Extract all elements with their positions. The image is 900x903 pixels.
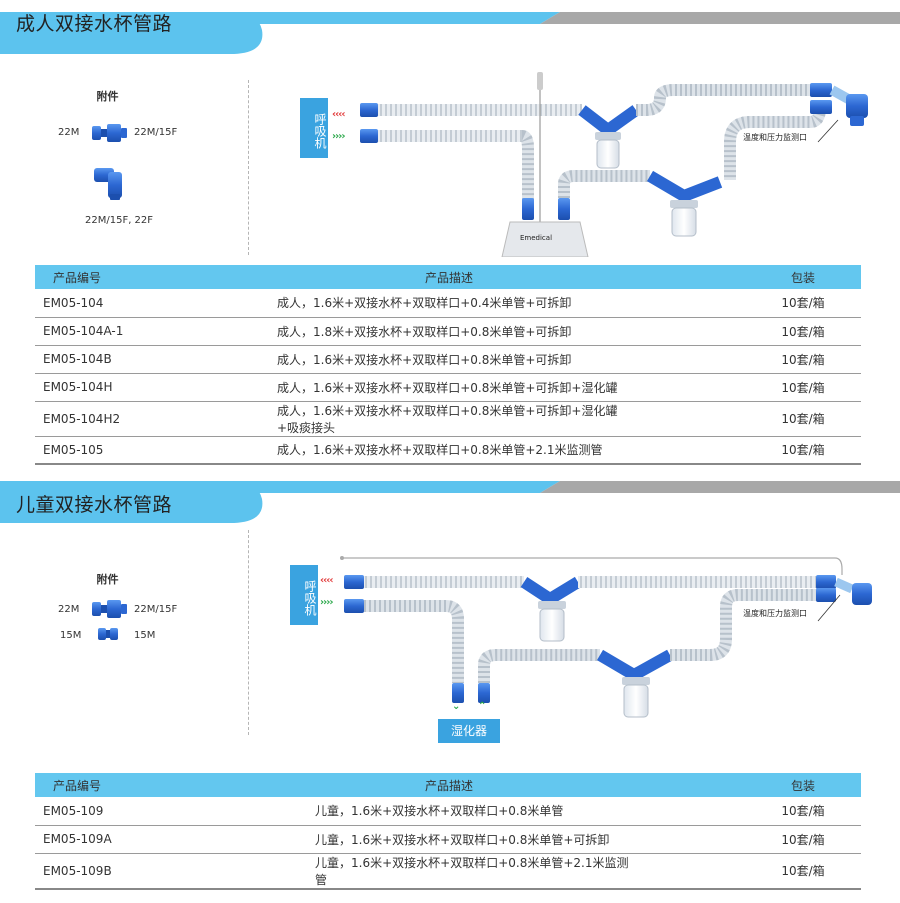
elbow-connector-icon xyxy=(94,168,122,200)
product-code: EM05-109A xyxy=(35,825,245,854)
product-code: EM05-104B xyxy=(35,345,245,374)
exhale-arrow-icon: ‹‹‹‹ xyxy=(332,109,346,120)
down-arrow-icon: ⌄ xyxy=(452,701,460,712)
exhale-arrow-icon: ‹‹‹‹ xyxy=(320,575,334,586)
header-product-description: 产品描述 xyxy=(245,265,635,289)
accessory-port-label: 22M/15F, 22F xyxy=(85,215,154,226)
monitor-port-label: 温度和压力监测口 xyxy=(743,609,807,618)
packaging: 10套/箱 xyxy=(635,853,861,890)
packaging: 10套/箱 xyxy=(635,317,861,346)
product-description: 成人，1.6米+双接水杯+双取样口+0.8米单管+可拆卸+湿化罐 xyxy=(245,373,635,402)
section-title: 成人双接水杯管路 xyxy=(16,13,173,35)
straight-connector-icon xyxy=(92,600,127,618)
header-product-description: 产品描述 xyxy=(245,773,635,797)
brand-label: Emedical xyxy=(520,234,553,242)
accessory-port-label: 15M xyxy=(60,630,82,641)
product-description: 成人，1.6米+双接水杯+双取样口+0.8米单管+2.1米监测管 xyxy=(245,436,635,465)
monitor-port-label: 温度和压力监测口 xyxy=(743,133,807,142)
accessory-port-label: 22M xyxy=(58,127,80,138)
product-code: EM05-104A-1 xyxy=(35,317,245,346)
accessory-title: 附件 xyxy=(96,90,119,103)
packaging: 10套/箱 xyxy=(635,289,861,318)
straight-connector-icon xyxy=(92,124,127,142)
table-header-row: 产品编号 产品描述 包装 xyxy=(35,773,861,797)
section-divider xyxy=(248,80,249,255)
accessory-port-label: 22M/15F xyxy=(134,604,178,615)
product-code: EM05-104H2 xyxy=(35,401,245,437)
section-banner xyxy=(0,481,900,523)
child-section: 儿童双接水杯管路 附件 22M 22M/15F 15M 15M xyxy=(0,475,900,903)
accessory-port-label: 22M xyxy=(58,604,80,615)
header-product-code: 产品编号 xyxy=(35,265,245,289)
accessory-title: 附件 xyxy=(96,573,119,586)
adapter-connector-icon xyxy=(98,628,118,640)
product-code: EM05-104 xyxy=(35,289,245,318)
header-packaging: 包装 xyxy=(635,773,861,797)
table-header-row: 产品编号 产品描述 包装 xyxy=(35,265,861,289)
product-description: 成人，1.6米+双接水杯+双取样口+0.8米单管+可拆卸+湿化罐+吸痰接头 xyxy=(245,401,635,437)
product-description: 儿童，1.6米+双接水杯+双取样口+0.8米单管+可拆卸 xyxy=(245,825,635,854)
accessory-panel: 附件 22M 22M/15F 22M/15F, 22F xyxy=(0,80,250,260)
humidifier-label: 湿化器 xyxy=(438,719,500,743)
product-description: 成人，1.6米+双接水杯+双取样口+0.4米单管+可拆卸 xyxy=(245,289,635,318)
product-code: EM05-109B xyxy=(35,853,245,890)
packaging: 10套/箱 xyxy=(635,825,861,854)
section-title: 儿童双接水杯管路 xyxy=(16,494,173,516)
product-description: 成人，1.6米+双接水杯+双取样口+0.8米单管+可拆卸 xyxy=(245,345,635,374)
product-code: EM05-104H xyxy=(35,373,245,402)
section-banner xyxy=(0,12,900,54)
ventilator-label: 呼吸机 xyxy=(300,98,328,158)
inhale-arrow-icon: ›››› xyxy=(332,131,346,142)
inhale-arrow-icon: ›››› xyxy=(320,597,334,608)
packaging: 10套/箱 xyxy=(635,436,861,465)
product-code: EM05-109 xyxy=(35,797,245,826)
child-circuit-diagram xyxy=(340,556,872,718)
product-code: EM05-105 xyxy=(35,436,245,465)
product-description: 儿童，1.6米+双接水杯+双取样口+0.8米单管 xyxy=(245,797,635,826)
section-divider xyxy=(248,530,249,735)
packaging: 10套/箱 xyxy=(635,401,861,437)
accessory-port-label: 15M xyxy=(134,630,156,641)
adult-section: 成人双接水杯管路 附件 22M 22M/15F 22M/15F, 22F xyxy=(0,12,900,465)
product-description: 成人，1.8米+双接水杯+双取样口+0.8米单管+可拆卸 xyxy=(245,317,635,346)
header-packaging: 包装 xyxy=(635,265,861,289)
ventilator-label: 呼吸机 xyxy=(290,565,318,625)
packaging: 10套/箱 xyxy=(635,345,861,374)
adult-circuit-diagram xyxy=(300,72,868,257)
accessory-panel: 附件 22M 22M/15F 15M 15M xyxy=(0,565,250,665)
packaging: 10套/箱 xyxy=(635,373,861,402)
accessory-port-label: 22M/15F xyxy=(134,127,178,138)
product-description: 儿童，1.6米+双接水杯+双取样口+0.8米单管+2.1米监测管 xyxy=(245,853,635,890)
header-product-code: 产品编号 xyxy=(35,773,245,797)
packaging: 10套/箱 xyxy=(635,797,861,826)
up-arrow-icon: ⌃ xyxy=(478,701,486,712)
